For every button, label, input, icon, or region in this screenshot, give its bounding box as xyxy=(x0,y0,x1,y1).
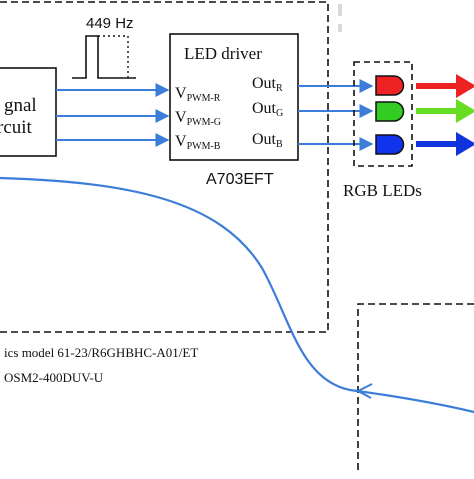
signal-block-line2: rcuit xyxy=(0,117,33,138)
curved-wire-arrowhead xyxy=(355,383,373,399)
curved-wire xyxy=(0,176,474,414)
green-beam-arrow xyxy=(416,99,474,123)
input-label-r: VPWM-R xyxy=(175,85,221,104)
led-blue xyxy=(375,134,405,155)
rgb-leds-label: RGB LEDs xyxy=(343,181,422,200)
signal-circuit-block xyxy=(0,67,57,157)
input-label-b: VPWM-B xyxy=(175,133,221,152)
output-label-b: OutB xyxy=(252,131,283,150)
signal-block-line1: gnal xyxy=(4,95,37,116)
led-green xyxy=(375,101,405,122)
rgb-led-enclosure xyxy=(353,61,413,167)
edge-mark-2 xyxy=(338,24,342,32)
detector-enclosure xyxy=(357,303,474,474)
output-label-g: OutG xyxy=(252,100,283,119)
led-driver-title: LED driver xyxy=(184,44,262,63)
pwm-pulse-icon xyxy=(72,35,136,79)
input-wires xyxy=(56,83,170,147)
note-line-2: OSM2-400DUV-U xyxy=(4,370,104,385)
part-number-label: A703EFT xyxy=(206,171,274,188)
led-red xyxy=(375,75,405,96)
frequency-label: 449 Hz xyxy=(86,15,134,32)
blue-beam-arrow xyxy=(416,132,474,156)
note-line-1: ics model 61-23/R6GHBHC-A01/ET xyxy=(4,345,198,360)
input-label-g: VPWM-G xyxy=(175,109,221,128)
output-wires xyxy=(298,79,374,151)
output-label-r: OutR xyxy=(252,75,283,94)
led-driver-block xyxy=(169,33,299,161)
red-beam-arrow xyxy=(416,74,474,98)
edge-mark-1 xyxy=(338,4,342,16)
